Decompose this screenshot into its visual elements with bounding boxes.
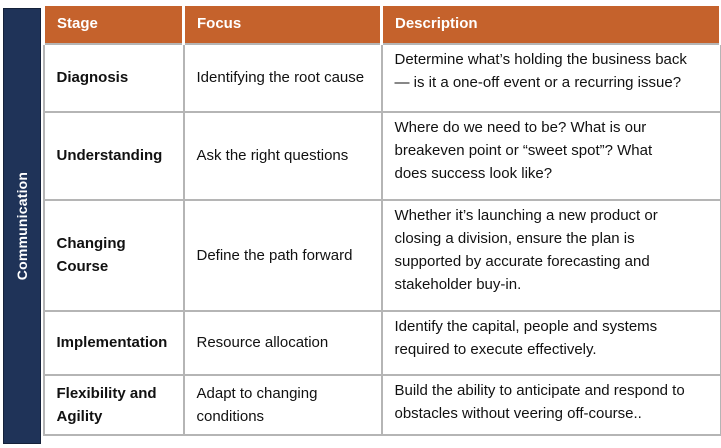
description-cell: Determine what’s holding the business ba… [380, 42, 721, 113]
description-cell: Where do we need to be? What is our brea… [380, 110, 721, 201]
side-label: Communication [14, 171, 30, 281]
description-line: Where do we need to be? What is our [394, 118, 647, 136]
stage-line: Agility [56, 407, 103, 425]
description-line: Determine what’s holding the business ba… [394, 50, 687, 68]
description-cell: Build the ability to anticipate and resp… [380, 373, 721, 436]
description-line: obstacles without veering off-course.. [394, 404, 642, 422]
focus-cell: Resource allocation [182, 309, 383, 376]
table-header-row: Stage Focus Description [42, 5, 721, 45]
focus-cell: Identifying the root cause [182, 42, 383, 113]
stage-cell: Flexibility and Agility [42, 373, 185, 436]
stage-cell: Understanding [42, 110, 185, 201]
description-line: — is it a one-off event or a recurring i… [394, 73, 682, 91]
stage-line: Course [56, 258, 109, 275]
description-line: closing a division, ensure the plan is [394, 229, 635, 247]
header-stage: Stage [42, 5, 185, 45]
description-cell: Identify the capital, people and systems… [380, 309, 721, 376]
side-label-bar: Communication [3, 8, 41, 444]
table-row: Changing Course Define the path forward … [42, 198, 721, 312]
focus-line: conditions [196, 407, 265, 425]
description-line: Whether it’s launching a new product or [394, 206, 658, 224]
stage-line: Flexibility and [56, 384, 157, 402]
stage-cell: Implementation [42, 309, 185, 376]
description-line: supported by accurate forecasting and [394, 252, 650, 270]
table-row: Implementation Resource allocation Ident… [42, 309, 721, 376]
description-line: Identify the capital, people and systems [394, 317, 658, 335]
description-line: required to execute effectively. [394, 340, 597, 358]
description-line: stakeholder buy-in. [394, 275, 522, 293]
description-line: breakeven point or “sweet spot”? What [394, 141, 653, 159]
description-line: does success look like? [394, 164, 553, 182]
table-row: Understanding Ask the right questions Wh… [42, 110, 721, 201]
table-row: Diagnosis Identifying the root cause Det… [42, 42, 721, 113]
header-focus: Focus [182, 5, 383, 45]
table-row: Flexibility and Agility Adapt to changin… [42, 373, 721, 436]
stages-table: Stage Focus Description Diagnosis Identi… [42, 5, 721, 436]
focus-cell: Define the path forward [182, 198, 383, 312]
stage-line: Changing [56, 235, 126, 252]
description-line: Build the ability to anticipate and resp… [394, 381, 685, 399]
focus-line: Adapt to changing [196, 384, 318, 402]
description-cell: Whether it’s launching a new product or … [380, 198, 721, 312]
stage-cell: Changing Course [42, 198, 185, 312]
stage-cell: Diagnosis [42, 42, 185, 113]
focus-cell: Adapt to changing conditions [182, 373, 383, 436]
focus-cell: Ask the right questions [182, 110, 383, 201]
header-description: Description [380, 5, 721, 45]
